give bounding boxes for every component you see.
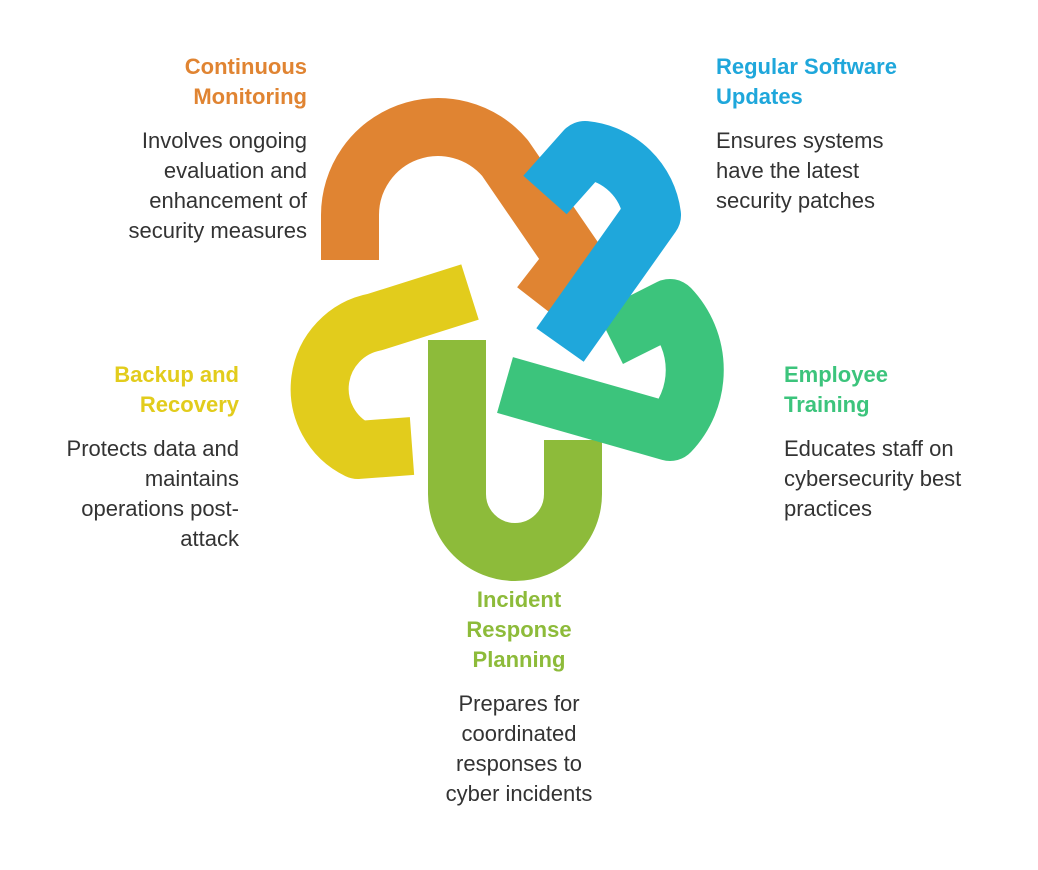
item-description: Protects data and maintains operations p…: [66, 436, 239, 551]
item-description: Ensures systems have the latest security…: [716, 128, 884, 213]
item-description: Involves ongoing evaluation and enhancem…: [128, 128, 307, 243]
item-description: Educates staff on cybersecurity best pra…: [784, 436, 962, 521]
loop-incident-response-planning: [428, 340, 602, 581]
item-description: Prepares for coordinated responses to cy…: [445, 691, 593, 806]
loop-employee-training: [497, 279, 724, 461]
item-title: Continuous Monitoring: [184, 54, 307, 109]
loop-regular-software-updates: [523, 121, 681, 362]
item-backup-and-recovery: Backup and Recovery Protects data and ma…: [0, 360, 239, 554]
item-title: Regular Software Updates: [716, 54, 897, 109]
loop-backup-and-recovery: [290, 264, 479, 479]
item-title: Incident Response Planning: [466, 587, 572, 672]
loop-continuous-monitoring: [321, 98, 604, 323]
item-title: Employee Training: [784, 362, 888, 417]
item-employee-training: Employee Training Educates staff on cybe…: [784, 360, 1024, 524]
item-continuous-monitoring: Continuous Monitoring Involves ongoing e…: [47, 52, 307, 246]
item-incident-response-planning: Incident Response Planning Prepares for …: [409, 585, 629, 809]
item-regular-software-updates: Regular Software Updates Ensures systems…: [716, 52, 1016, 216]
item-title: Backup and Recovery: [114, 362, 239, 417]
